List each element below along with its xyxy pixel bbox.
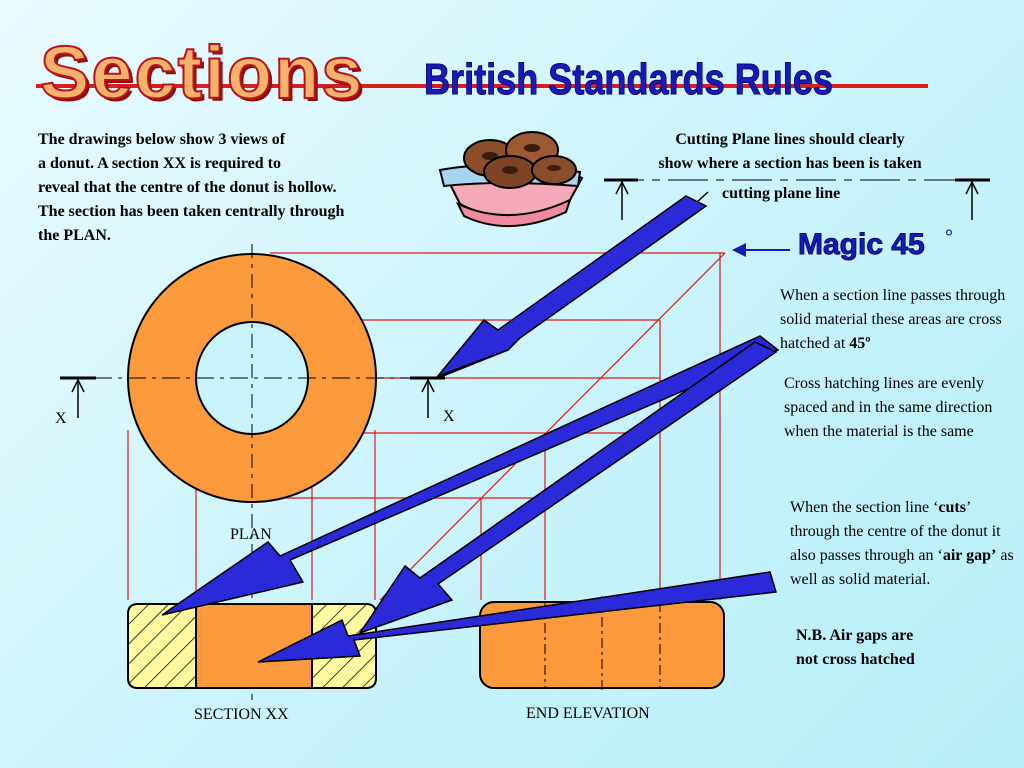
page-subtitle: British Standards Rules <box>424 55 834 105</box>
note-cuts-e: as well as solid material. <box>790 547 1014 588</box>
pointer-arrows <box>161 191 780 663</box>
intro-text: The drawings below show 3 views of a don… <box>38 131 345 244</box>
note-solid-material: When a section line passes through solid… <box>780 284 1020 356</box>
note-cuts-c: ’ through the centre of the donut it als… <box>790 499 1001 564</box>
note-cuts-b: cuts <box>938 499 966 516</box>
note-hatch-spacing: Cross hatching lines are evenly spaced a… <box>784 375 993 440</box>
magic-45-degree: ° <box>945 226 953 248</box>
magic-45-label: Magic 45 <box>798 228 926 262</box>
cutting-plane-example <box>604 178 990 220</box>
cutting-plane-label: cutting plane line <box>722 185 841 202</box>
note-cuts-a: When the section line ‘ <box>790 499 939 516</box>
note-solid-angle: 45º <box>849 335 871 352</box>
section-xx-label: SECTION XX <box>194 706 289 723</box>
title-rule <box>36 84 928 88</box>
x-label-left: X <box>55 410 67 427</box>
cutting-plane-note: Cutting Plane lines should clearly show … <box>658 131 922 172</box>
note-solid-text: When a section line passes through solid… <box>780 287 1006 352</box>
end-elevation-view <box>479 596 725 694</box>
note-nb-air-gaps: N.B. Air gaps are not cross hatched <box>796 627 915 668</box>
page-title: Sections <box>39 30 365 115</box>
x-label-right: X <box>443 408 455 425</box>
end-elevation-label: END ELEVATION <box>526 705 650 722</box>
note-cuts-d: air gap’ <box>942 547 997 564</box>
donut-bowl-icon <box>438 131 584 228</box>
magic-45-arrow <box>732 243 790 257</box>
note-air-gap: When the section line ‘cuts’ through the… <box>790 496 1022 592</box>
plan-label: PLAN <box>230 526 272 543</box>
